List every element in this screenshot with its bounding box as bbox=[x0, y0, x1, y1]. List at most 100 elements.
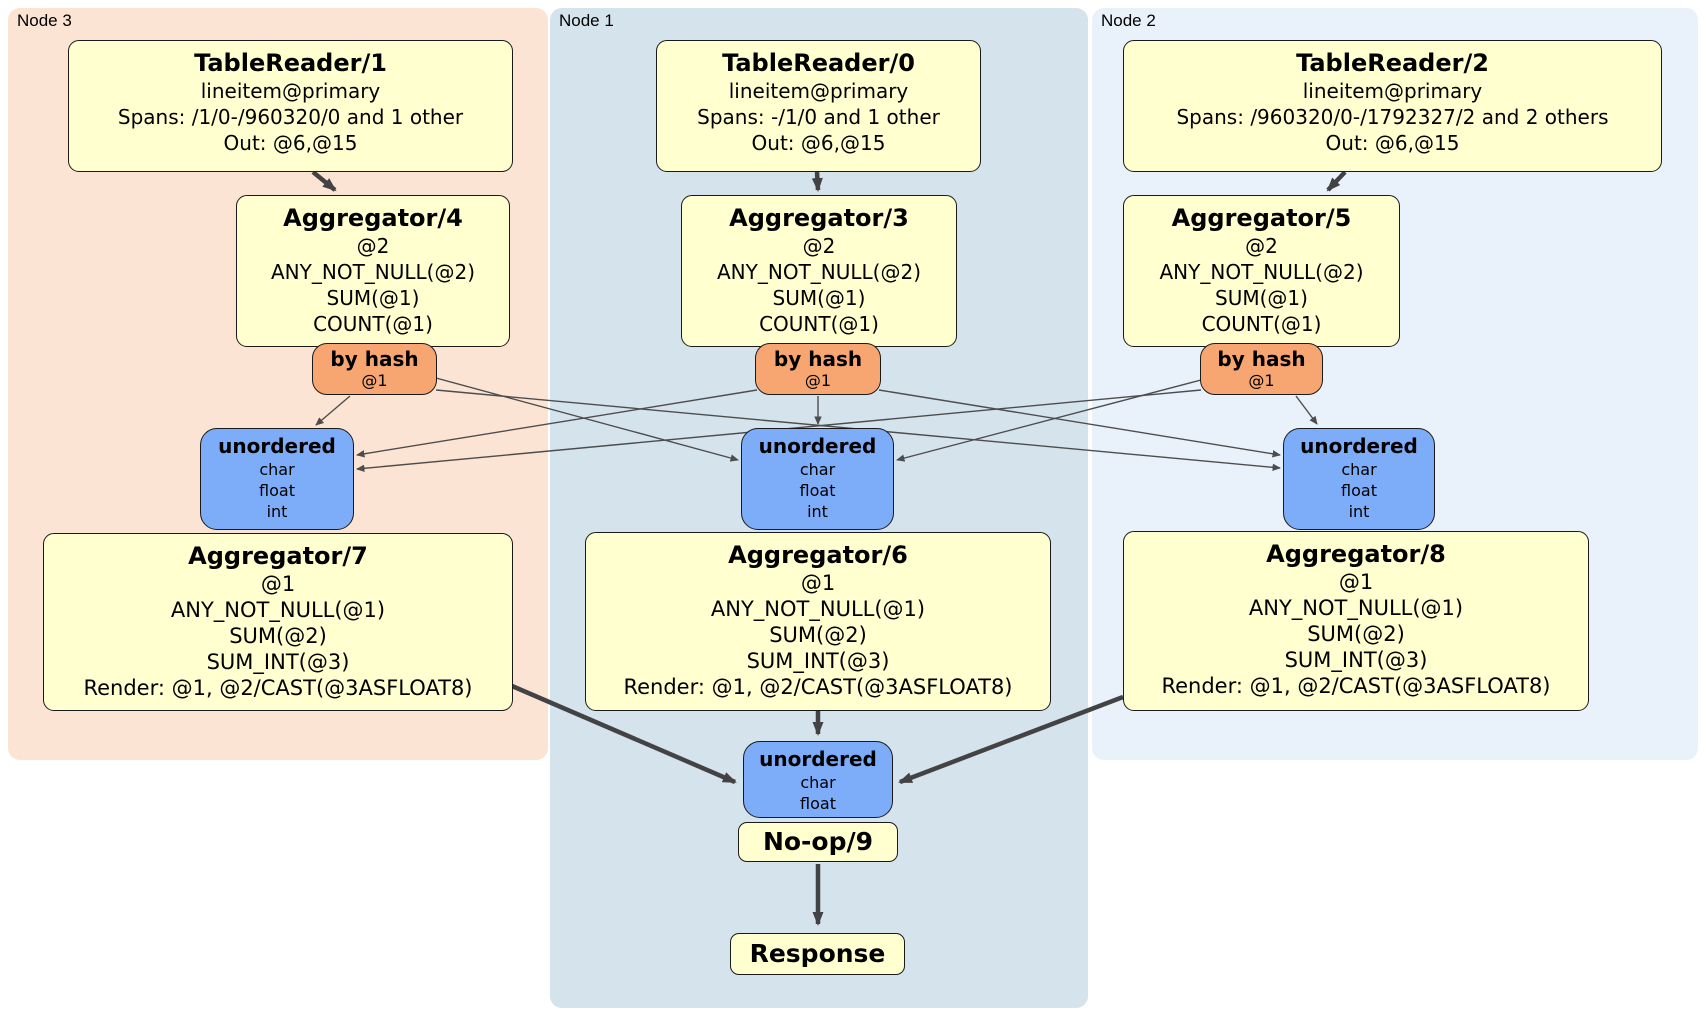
box-title: TableReader/0 bbox=[722, 49, 915, 77]
sync-title: unordered bbox=[759, 747, 877, 771]
box-line: ANY_NOT_NULL(@2) bbox=[1159, 260, 1364, 284]
box-line: Out: @6,@15 bbox=[1325, 131, 1460, 155]
table-reader-2-box: TableReader/2 lineitem@primary Spans: /9… bbox=[1123, 40, 1662, 172]
box-line: SUM(@1) bbox=[772, 286, 866, 310]
node1-label: Node 1 bbox=[559, 11, 614, 30]
table-reader-0-box: TableReader/0 lineitem@primary Spans: -/… bbox=[656, 40, 981, 172]
sync-title: unordered bbox=[758, 434, 877, 458]
box-line: ANY_NOT_NULL(@2) bbox=[271, 260, 475, 284]
noop-box: No-op/9 bbox=[738, 822, 898, 862]
sync-line: int bbox=[1348, 502, 1370, 521]
sync-line: char bbox=[800, 773, 836, 792]
edge-tablereader2-aggregator5 bbox=[1326, 170, 1347, 192]
edge-aggregator7-finalsync bbox=[511, 683, 737, 785]
box-line: @2 bbox=[802, 234, 836, 258]
sync-line: float bbox=[800, 794, 836, 813]
box-line: SUM(@2) bbox=[1307, 622, 1405, 646]
box-line: SUM(@1) bbox=[326, 286, 420, 310]
sync-box-node1: unordered char float int bbox=[741, 428, 894, 530]
aggregator-3-box: Aggregator/3 @2 ANY_NOT_NULL(@2) SUM(@1)… bbox=[681, 195, 957, 347]
box-title: Aggregator/5 bbox=[1171, 204, 1352, 232]
box-line: COUNT(@1) bbox=[1201, 312, 1322, 336]
aggregator-6-box: Aggregator/6 @1 ANY_NOT_NULL(@1) SUM(@2)… bbox=[585, 532, 1051, 711]
box-title: Response bbox=[749, 939, 886, 968]
node3-label: Node 3 bbox=[17, 11, 72, 30]
edge-router1-sync2 bbox=[878, 389, 1281, 458]
box-title: No-op/9 bbox=[762, 827, 874, 856]
hash-router-node3: by hash @1 bbox=[312, 343, 437, 395]
response-box: Response bbox=[730, 933, 905, 975]
box-line: SUM(@2) bbox=[769, 623, 867, 647]
edge-aggregator8-finalsync bbox=[898, 694, 1124, 785]
box-line: Render: @1, @2/CAST(@3ASFLOAT8) bbox=[1161, 674, 1551, 698]
box-line: Render: @1, @2/CAST(@3ASFLOAT8) bbox=[83, 676, 473, 700]
box-line: SUM_INT(@3) bbox=[1284, 648, 1428, 672]
box-line: Render: @1, @2/CAST(@3ASFLOAT8) bbox=[623, 675, 1013, 699]
box-title: TableReader/2 bbox=[1296, 49, 1489, 77]
box-line: @2 bbox=[1245, 234, 1278, 258]
box-line: SUM(@2) bbox=[229, 624, 327, 648]
router-arg: @1 bbox=[804, 371, 832, 390]
box-line: lineitem@primary bbox=[200, 79, 381, 103]
box-line: Out: @6,@15 bbox=[223, 131, 358, 155]
router-title: by hash bbox=[330, 347, 419, 371]
final-sync-box: unordered char float bbox=[743, 741, 893, 818]
box-line: @1 bbox=[1338, 570, 1374, 594]
aggregator-8-box: Aggregator/8 @1 ANY_NOT_NULL(@1) SUM(@2)… bbox=[1123, 531, 1589, 711]
box-title: Aggregator/3 bbox=[729, 204, 909, 232]
box-line: ANY_NOT_NULL(@1) bbox=[1248, 596, 1464, 620]
box-line: @1 bbox=[260, 572, 296, 596]
box-line: SUM(@1) bbox=[1215, 286, 1308, 310]
box-line: Out: @6,@15 bbox=[751, 131, 886, 155]
sync-line: float bbox=[1341, 481, 1377, 500]
edge-router3-sync3 bbox=[315, 395, 351, 426]
sync-line: int bbox=[266, 502, 288, 521]
box-line: ANY_NOT_NULL(@2) bbox=[717, 260, 921, 284]
edge-router3-sync1 bbox=[435, 377, 739, 462]
sync-line: int bbox=[807, 502, 828, 521]
sync-line: float bbox=[799, 481, 836, 500]
sync-box-node2: unordered char float int bbox=[1283, 428, 1435, 530]
edge-tablereader1-aggregator4 bbox=[311, 170, 337, 192]
box-title: Aggregator/8 bbox=[1266, 540, 1446, 568]
box-line: @1 bbox=[800, 571, 836, 595]
router-title: by hash bbox=[1217, 347, 1306, 371]
box-line: COUNT(@1) bbox=[759, 312, 879, 336]
sync-title: unordered bbox=[218, 434, 336, 458]
box-line: SUM_INT(@3) bbox=[746, 649, 890, 673]
box-line: lineitem@primary bbox=[1302, 79, 1483, 103]
hash-router-node2: by hash @1 bbox=[1200, 343, 1323, 395]
box-line: @2 bbox=[356, 234, 390, 258]
box-line: COUNT(@1) bbox=[313, 312, 433, 336]
box-title: TableReader/1 bbox=[194, 49, 387, 77]
table-reader-1-box: TableReader/1 lineitem@primary Spans: /1… bbox=[68, 40, 513, 172]
aggregator-4-box: Aggregator/4 @2 ANY_NOT_NULL(@2) SUM(@1)… bbox=[236, 195, 510, 347]
box-title: Aggregator/4 bbox=[283, 204, 463, 232]
hash-router-node1: by hash @1 bbox=[755, 343, 881, 395]
aggregator-5-box: Aggregator/5 @2 ANY_NOT_NULL(@2) SUM(@1)… bbox=[1123, 195, 1400, 347]
sync-line: char bbox=[799, 460, 836, 479]
sync-title: unordered bbox=[1300, 434, 1418, 458]
sync-line: char bbox=[259, 460, 295, 479]
box-line: ANY_NOT_NULL(@1) bbox=[170, 598, 386, 622]
router-arg: @1 bbox=[361, 371, 388, 390]
sync-line: float bbox=[259, 481, 295, 500]
box-line: Spans: -/1/0 and 1 other bbox=[697, 105, 940, 129]
box-line: Spans: /1/0-/960320/0 and 1 other bbox=[117, 105, 464, 129]
node2-label: Node 2 bbox=[1101, 11, 1156, 30]
router-arg: @1 bbox=[1248, 371, 1275, 390]
sync-box-node3: unordered char float int bbox=[200, 428, 354, 530]
box-line: Spans: /960320/0-/1792327/2 and 2 others bbox=[1176, 105, 1609, 129]
box-line: lineitem@primary bbox=[728, 79, 909, 103]
router-title: by hash bbox=[773, 347, 863, 371]
box-line: SUM_INT(@3) bbox=[206, 650, 350, 674]
edge-tablereader0-aggregator3 bbox=[811, 171, 823, 192]
box-line: ANY_NOT_NULL(@1) bbox=[710, 597, 926, 621]
box-title: Aggregator/6 bbox=[728, 541, 908, 569]
aggregator-7-box: Aggregator/7 @1 ANY_NOT_NULL(@1) SUM(@2)… bbox=[43, 533, 513, 711]
edge-router2-sync2 bbox=[1295, 395, 1318, 425]
edge-router2-sync1 bbox=[896, 379, 1202, 462]
box-title: Aggregator/7 bbox=[188, 542, 368, 570]
edge-router1-sync3 bbox=[356, 389, 758, 458]
